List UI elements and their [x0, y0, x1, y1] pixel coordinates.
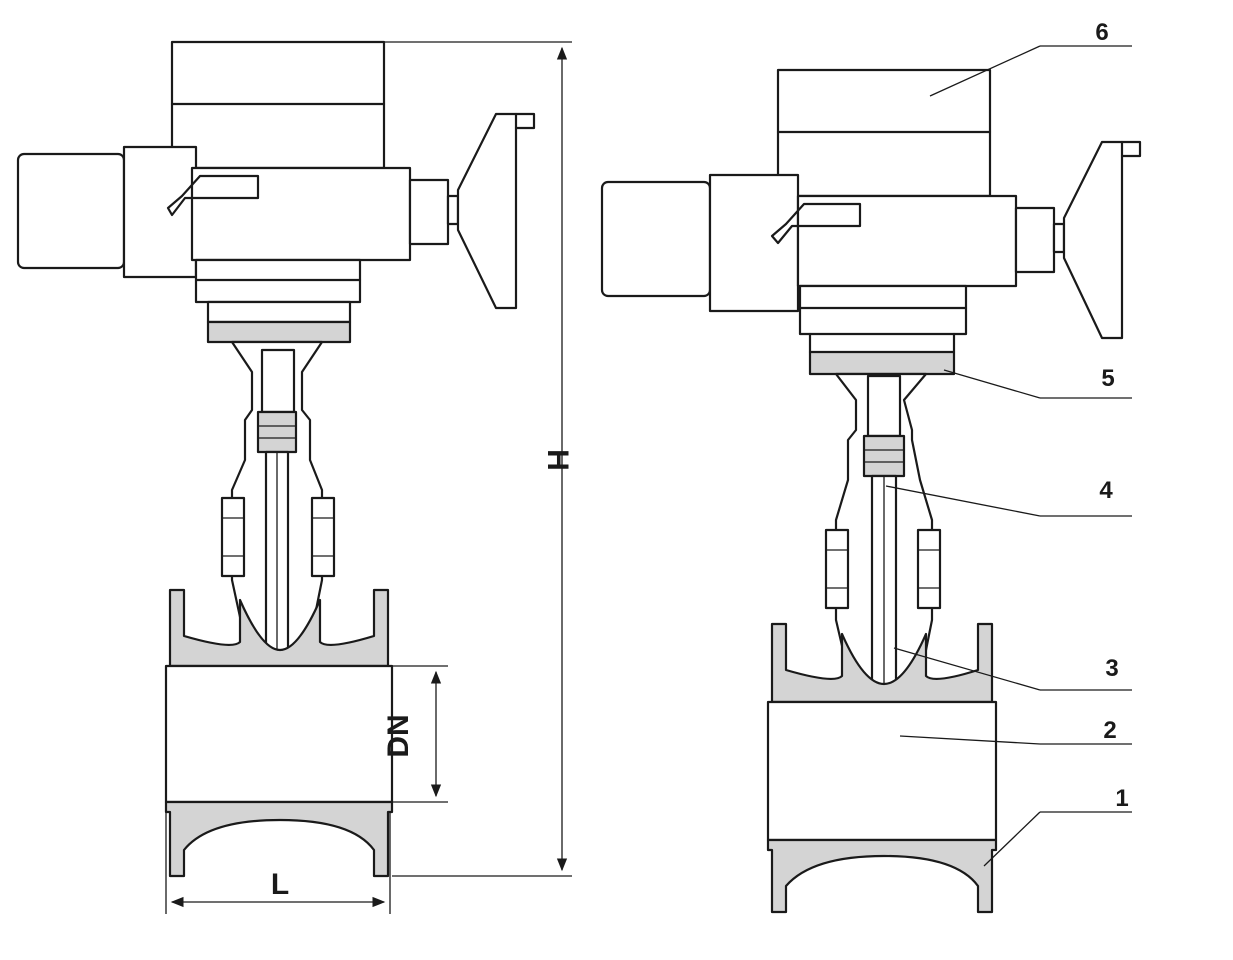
right-handle-lever: [770, 202, 862, 245]
left-valve-body: [164, 664, 394, 804]
dimension-l: L: [165, 812, 391, 914]
right-motor: [600, 180, 712, 298]
left-motor: [16, 152, 126, 270]
right-bonnet-flange: [808, 350, 956, 376]
right-valve-body: [766, 700, 998, 842]
callout-3: 3: [1105, 655, 1118, 682]
dimension-dn: DN: [382, 665, 448, 803]
dimension-h: H: [384, 41, 574, 877]
callout-1: 1: [1115, 785, 1128, 812]
right-valve-base: [766, 838, 998, 914]
left-valve-base: [164, 800, 394, 878]
dimension-dn-label: DN: [382, 714, 415, 757]
callout-6: 6: [1095, 19, 1108, 46]
right-bolts: [824, 528, 942, 610]
callouts: 6 5 4 3 2 1: [885, 19, 1132, 867]
callout-4: 4: [1099, 477, 1113, 504]
dimension-l-label: L: [271, 868, 289, 901]
left-handle-lever: [166, 174, 260, 217]
right-valve-upper-body: [770, 622, 994, 704]
dimension-h-label: H: [541, 449, 574, 471]
right-valve-view: [600, 68, 1142, 914]
left-handwheel: [456, 112, 518, 310]
callout-2: 2: [1103, 717, 1116, 744]
left-bolts: [220, 496, 336, 578]
left-valve-view: [16, 40, 536, 878]
callout-5: 5: [1101, 365, 1114, 392]
right-handwheel: [1062, 140, 1124, 340]
left-valve-upper-body: [168, 588, 390, 668]
